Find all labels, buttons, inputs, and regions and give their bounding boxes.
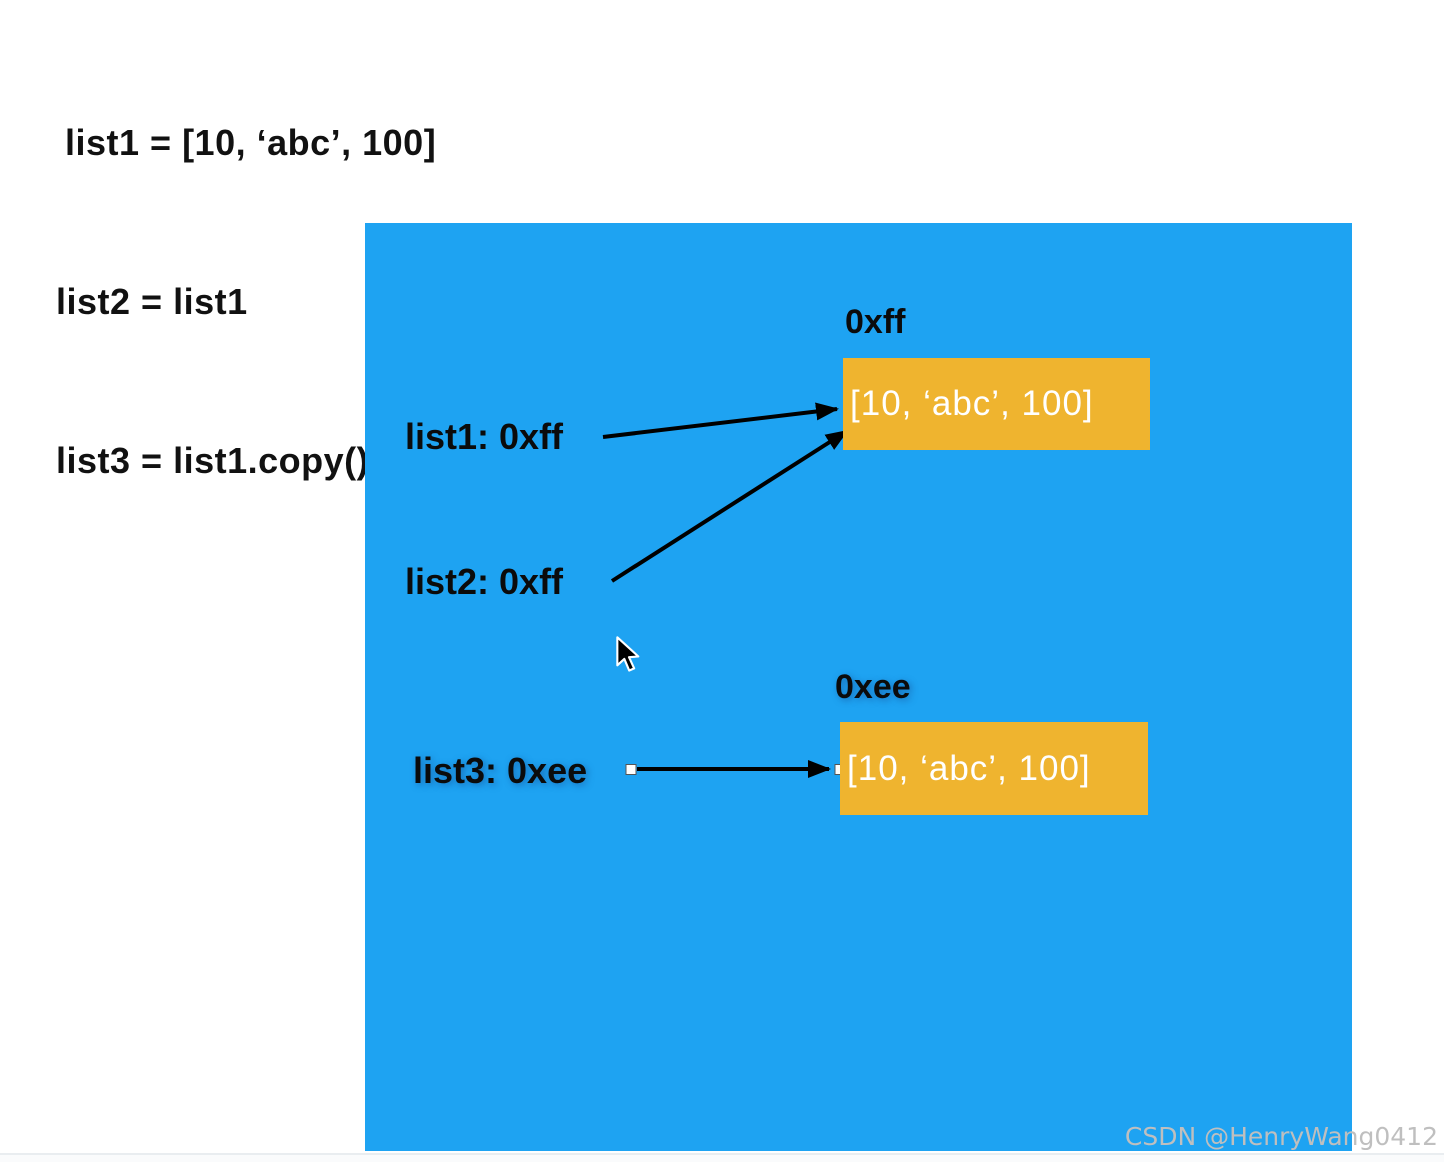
- bottom-divider: [0, 1153, 1444, 1162]
- heap2-value: [10, ‘abc’, 100]: [847, 748, 1091, 788]
- arrow-list2-to-heap1[interactable]: [610, 429, 849, 583]
- mouse-cursor-icon: [616, 636, 640, 672]
- code-line-2: list2 = list1: [56, 281, 248, 322]
- arrow-list1-to-heap1[interactable]: [602, 402, 839, 439]
- pointer-label-list3: list3: 0xee: [413, 750, 588, 791]
- heap2-address-label: 0xee: [835, 668, 911, 706]
- heap1-address-label: 0xff: [845, 303, 906, 341]
- code-line-3: list3 = list1.copy(): [56, 440, 370, 481]
- pointer-label-list1: list1: 0xff: [405, 416, 564, 457]
- watermark: CSDN @HenryWang0412: [1124, 1122, 1438, 1151]
- arrows-layer: [602, 402, 849, 778]
- connector-handle-start[interactable]: [625, 764, 637, 775]
- code-line-1: list1 = [10, ‘abc’, 100]: [65, 122, 437, 163]
- pointer-label-list2: list2: 0xff: [405, 561, 564, 602]
- heap1-value: [10, ‘abc’, 100]: [850, 384, 1094, 423]
- code-snippet: list1 = [10, ‘abc’, 100] list2 = list1 l…: [56, 10, 436, 593]
- heap1-box[interactable]: [10, ‘abc’, 100]: [843, 358, 1150, 450]
- heap2-box[interactable]: [10, ‘abc’, 100]: [840, 722, 1148, 815]
- memory-diagram-canvas: 0xff [10, ‘abc’, 100] list1: 0xff list2:…: [365, 223, 1352, 1151]
